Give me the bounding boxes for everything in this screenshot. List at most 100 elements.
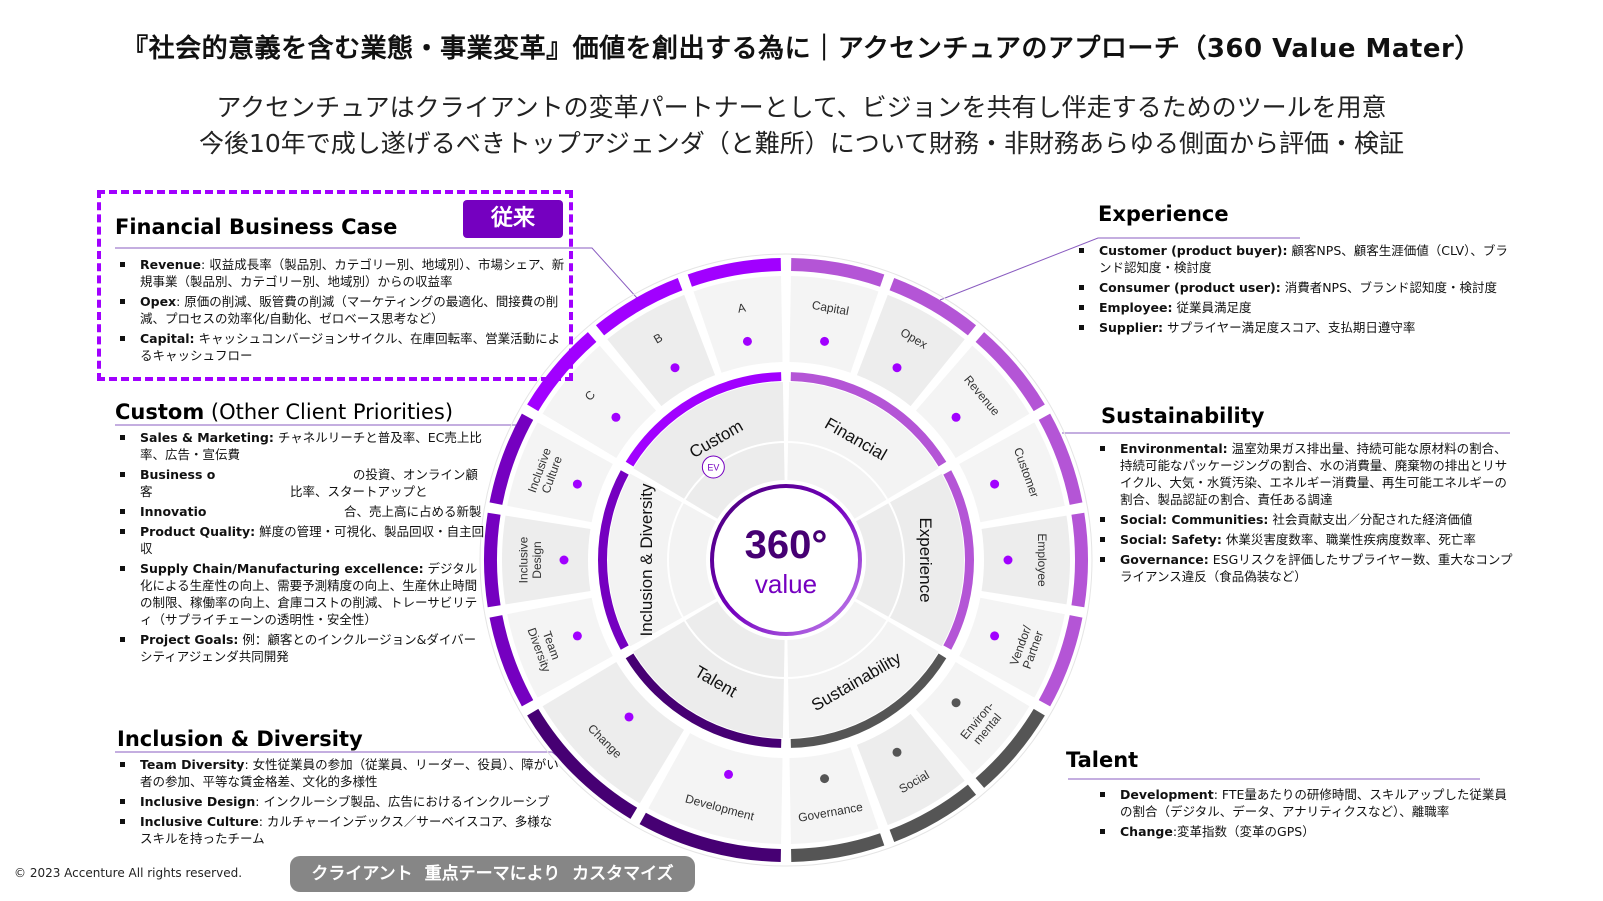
cell-label: Employee [1035,533,1049,587]
item-key: Supply Chain/Manufacturing excellence: [140,561,424,576]
item-value: : FTE量あたりの研修時間、スキルアップした従業員の割合（デジタル、データ、ア… [1120,787,1507,819]
cell-dot [742,336,752,346]
custom-heading-main: Custom [115,400,205,424]
list-item: Supplier: サプライヤー満足度スコア、支払期日遵守率 [1077,319,1517,336]
outer-cell [915,661,1030,775]
item-value: : インクルーシブ製品、広告におけるインクルーシブ [255,794,550,809]
sector-3-inner-arc [625,653,782,748]
outer-cell-band [687,258,781,287]
sector-5-inner-arc [625,372,782,467]
talent-list: Development: FTE量あたりの研修時間、スキルアップした従業員の割合… [1098,786,1513,843]
item-value: : 女性従業員の参加（従業員、リーダー、役員）、障がい者の参加、平等な賃金格差、… [140,757,559,789]
list-item: Environmental: 温室効果ガス排出量、持続可能な原材料の割合、持続可… [1098,440,1513,508]
cell-dot [724,769,734,779]
talent-heading: Talent [1066,748,1139,772]
item-value: :変革指数（変革のGPS） [1172,824,1315,839]
outer-cell-band [791,833,885,862]
overlay-line-3: カスタマイズ [572,864,674,884]
traditional-badge: 従来 [463,200,563,238]
inclusion-list: Team Diversity: 女性従業員の参加（従業員、リーダー、役員）、障が… [118,756,563,850]
financial-heading: Financial Business Case [115,215,398,239]
outer-cell-band [1038,615,1083,707]
item-key: Development [1120,787,1214,802]
cell-dot [820,336,830,346]
list-item: Governance: ESGリスクを評価したサプライヤー数、重大なコンプライア… [1098,551,1513,585]
custom-heading-sub: (Other Client Priorities) [204,400,454,424]
cell-dot [892,363,902,373]
item-value: : 原価の削減、販管費の削減（マーケティングの最適化、間接費の削減、プロセスの効… [140,294,559,326]
item-key: Employee: [1099,300,1173,315]
sector-3-area [633,601,785,738]
sector-2-inner-arc [790,653,947,748]
cell-dot [990,479,1000,489]
outer-cell [693,276,783,373]
item-key: Inclusive Design [140,794,256,809]
item-key: Capital: [140,331,195,346]
list-item: Business o の投資、オンライン顧客 比率、スタートアップと [118,466,488,500]
outer-cell [789,747,879,844]
item-value: 例：顧客とのインクルージョン&ダイバーシティアジェンダ共同開発 [140,632,477,664]
cell-label: A [736,300,746,315]
financial-list: Revenue: 収益成長率（製品別、カテゴリー別、地域別）、市場シェア、新規事… [118,256,570,367]
item-value: : 収益成長率（製品別、カテゴリー別、地域別）、市場シェア、新規事業（製品別、カ… [140,257,565,289]
inclusion-heading: Inclusion & Diversity [117,727,363,751]
cell-dot [611,412,621,422]
outer-cell [915,345,1030,459]
item-value: 鮮度の管理・可視化、製品回収・自主回収 [140,524,485,556]
cell-dot [670,363,680,373]
list-item: Capital: キャッシュコンバージョンサイクル、在庫回転率、営業活動によるキ… [118,330,570,364]
custom-list: Sales & Marketing: チャネルリーチと普及率、EC売上比率、広告… [118,429,488,668]
list-item: Inclusive Design: インクルーシブ製品、広告におけるインクルーシ… [118,793,563,810]
list-item: Social: Communities: 社会貢献支出／分配された経済価値 [1098,511,1513,528]
cell-dot [820,774,830,784]
cell-dot [990,631,1000,641]
outer-cell [607,294,716,407]
outer-cell [789,276,879,373]
item-key: Project Goals: [140,632,239,647]
sector-4-inner-arc [598,470,629,650]
sector-0-area [787,382,939,519]
item-key: Innovatio [140,504,207,519]
sector-label-experience: Experience [916,517,935,602]
subtitle-line-1: アクセンチュアはクライアントの変革パートナーとして、ビジョンを共有し伴走するため… [216,93,1387,122]
outer-cell-band [791,258,885,287]
outer-cell-band [889,278,977,336]
item-value: : カルチャーインデックス／サーベイスコア、多様なスキルを持ったチーム [140,814,553,846]
list-item: Opex: 原価の削減、販管費の削減（マーケティングの最適化、間接費の削減、プロ… [118,293,570,327]
item-key: Revenue [140,257,202,272]
outer-cell-band [639,812,781,862]
cell-dot [951,412,961,422]
list-item: Innovatio 合、売上高に占める新製 [118,503,488,520]
outer-cell-band [1038,413,1083,505]
cell-dot [624,712,634,722]
sector-1-inner-arc [943,470,974,650]
outer-cell-band [527,708,638,819]
center-label: value [755,569,817,599]
financial-dashed-box [97,190,573,381]
sector-1-area [855,473,964,647]
item-key: Supplier: [1099,320,1164,335]
item-key: Customer (product buyer): [1099,243,1288,258]
sector-4-area [608,473,717,647]
outer-cell [959,422,1065,523]
ev-icon [701,455,725,479]
outer-cell-band [484,512,501,608]
list-item: Team Diversity: 女性従業員の参加（従業員、リーダー、役員）、障が… [118,756,563,790]
item-value: ESGリスクを評価したサプライヤー数、重大なコンプライアンス違反（食品偽装など） [1120,552,1513,584]
item-value: サプライヤー満足度スコア、支払期日遵守率 [1163,320,1416,335]
list-item: Sales & Marketing: チャネルリーチと普及率、EC売上比率、広告… [118,429,488,463]
outer-cell [501,515,591,605]
list-item: Supply Chain/Manufacturing excellence: デ… [118,560,488,628]
cell-dot [1003,555,1013,565]
outer-cell-band [975,332,1045,412]
cell-dot [951,698,961,708]
list-item: Revenue: 収益成長率（製品別、カテゴリー別、地域別）、市場シェア、新規事… [118,256,570,290]
list-item: Change:変革指数（変革のGPS） [1098,823,1513,840]
slide-title: 『社会的意義を含む業態・事業変革』価値を創出する為に｜アクセンチュアのアプローチ… [122,34,1481,64]
customize-overlay: クライアント 重点テーマにより カスタマイズ [290,856,695,892]
outer-cell-band [975,708,1045,788]
experience-list: Customer (product buyer): 顧客NPS、顧客生涯価値（C… [1077,242,1517,339]
item-value: 消費者NPS、ブランド認知度・検討度 [1280,280,1498,295]
list-item: Employee: 従業員満足度 [1077,299,1517,316]
